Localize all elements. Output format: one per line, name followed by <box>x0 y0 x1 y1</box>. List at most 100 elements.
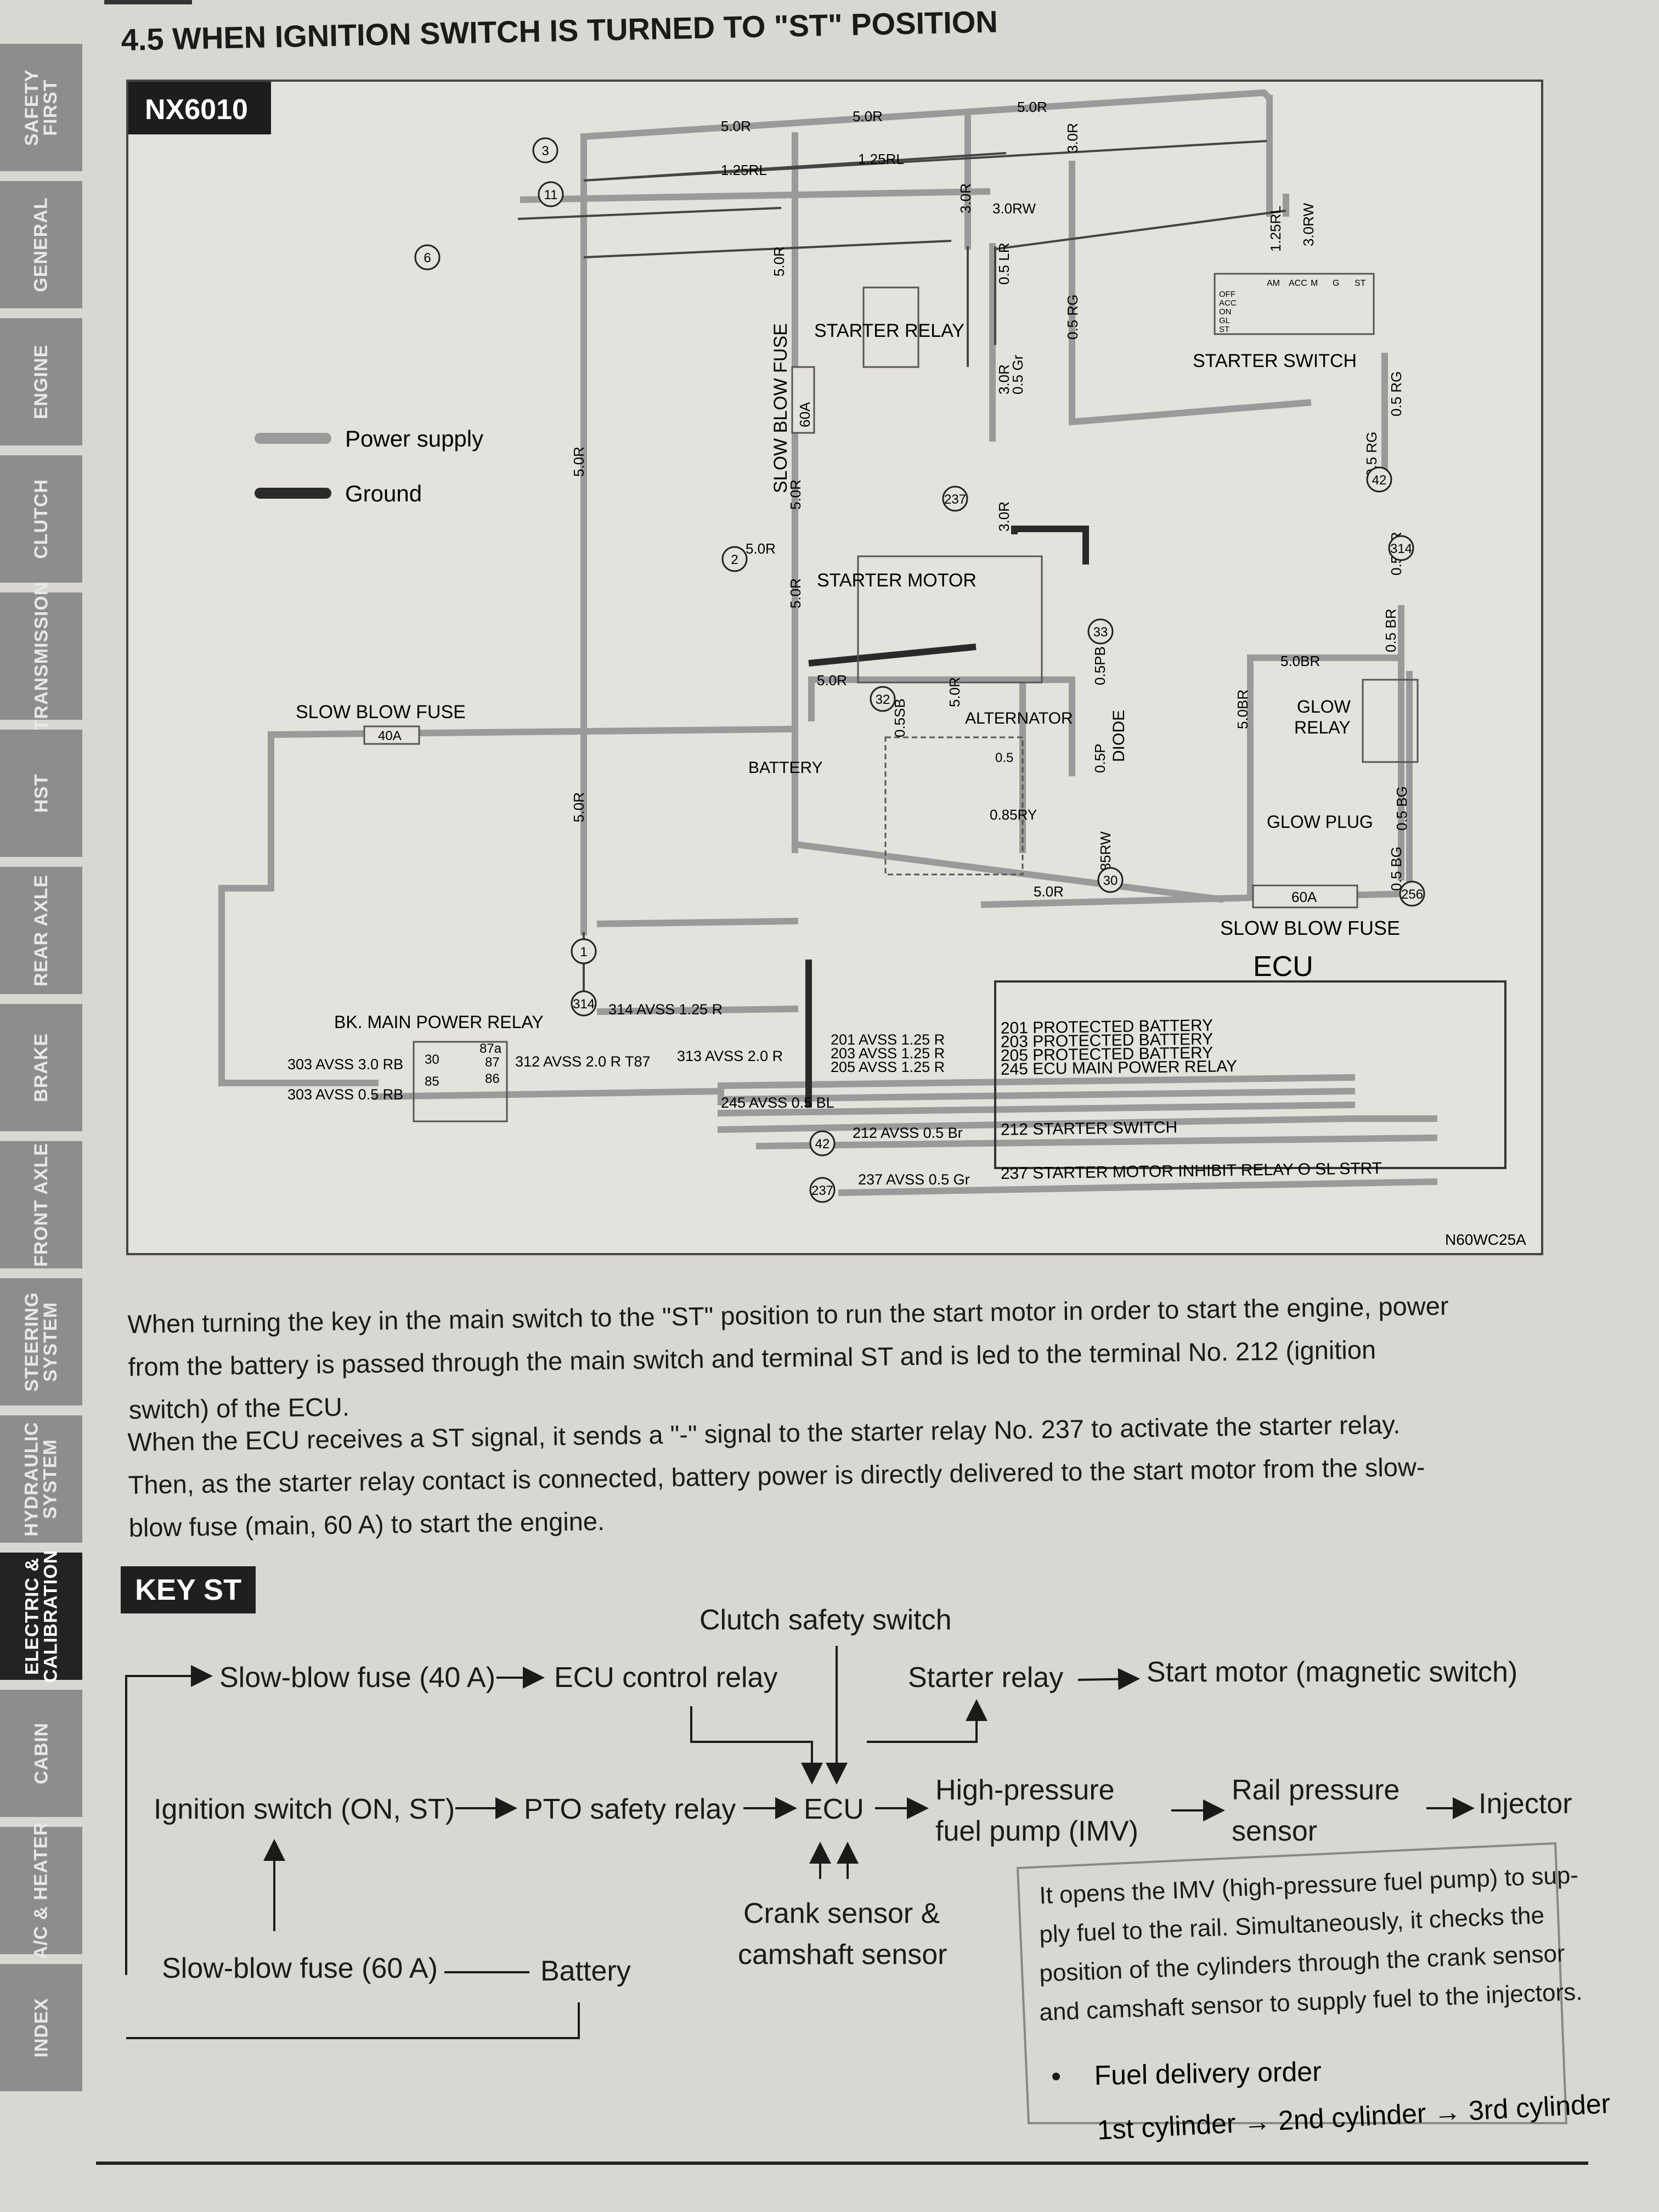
tab-general[interactable]: GENERAL <box>0 181 82 312</box>
starter-relay-label: STARTER RELAY <box>814 320 964 341</box>
wiring-diagram-svg: NX6010 <box>128 82 1526 1248</box>
fuel-delivery-title: Fuel delivery order <box>1094 2056 1322 2091</box>
figure-code: N60WC25A <box>1445 1231 1526 1248</box>
wire-label: 5.0BR <box>1234 690 1251 729</box>
ground-wires <box>805 526 1089 1108</box>
wire-label: 5.0R <box>721 118 751 134</box>
wire-label: 0.5 RG <box>1064 295 1081 340</box>
ecu-label: ECU <box>1253 951 1313 983</box>
terminal-circle <box>721 546 748 572</box>
injector-node: Injector <box>1479 1788 1572 1820</box>
wire-label: 3.0R <box>996 501 1012 532</box>
wire-label: 5.0R <box>787 578 804 608</box>
tab-engine[interactable]: ENGINE <box>0 318 82 449</box>
bottom-rule <box>96 2162 1588 2165</box>
left-fuse-box <box>363 725 420 745</box>
wire-label: 0.5PB <box>1092 646 1108 685</box>
key-st-label: KEY ST <box>121 1566 256 1613</box>
switch-table-column: ACC <box>1289 279 1307 288</box>
harness-label: 201 AVSS 1.25 R <box>831 1031 945 1048</box>
main-fuse-rating: 60A <box>797 402 813 427</box>
hp-pump-node-line2: fuel pump (IMV) <box>935 1815 1138 1847</box>
terminal-number: 42 <box>1372 473 1387 488</box>
wire-label: 0.5 BG <box>1393 786 1410 831</box>
ecu-terminal-label: 212 STARTER SWITCH <box>1001 1119 1178 1139</box>
main-power-relay-box <box>413 1041 508 1122</box>
switch-table-column: AM <box>1267 279 1280 288</box>
wire-labels: 5.0R5.0R5.0R1.25RL1.25RL3.0RW3.0R3.0R5.0… <box>571 99 1410 900</box>
terminal-number: 3 <box>541 144 549 159</box>
terminal-circle <box>538 181 564 207</box>
terminal-circle <box>1399 881 1425 907</box>
wire-label: 3.0RW <box>1300 203 1317 246</box>
wire-label: 5.0R <box>1034 883 1064 900</box>
tab-front-axle[interactable]: FRONT AXLE <box>0 1141 82 1272</box>
wire-label: 5.0R <box>1017 99 1047 115</box>
tab-a-c-heater[interactable]: A/C & HEATER <box>0 1821 82 1960</box>
alternator-label: ALTERNATOR <box>965 709 1073 727</box>
bullet-dot <box>1052 2073 1060 2080</box>
ecu-terminal-label: 245 ECU MAIN POWER RELAY <box>1001 1057 1238 1079</box>
terminal-circle <box>571 938 597 964</box>
flow-arrows <box>125 1646 1475 2039</box>
terminal-circle <box>942 486 968 512</box>
battery-label: BATTERY <box>748 759 823 777</box>
fuse60-node: Slow-blow fuse (60 A) <box>162 1953 438 1984</box>
terminal-circle <box>414 244 441 270</box>
tab-electric-calibration[interactable]: ELECTRIC &CALIBRATION <box>0 1550 82 1683</box>
switch-table-column: M <box>1311 279 1318 288</box>
terminal-number: 237 <box>944 492 966 507</box>
wire-label: 5.0R <box>787 479 804 510</box>
crank-node-line1: Crank sensor & <box>743 1898 940 1929</box>
wire-label: 5.0R <box>946 677 963 707</box>
terminal-number: 314 <box>573 997 595 1012</box>
tab-transmission[interactable]: TRANSMISSION <box>0 582 82 731</box>
tab-brake[interactable]: BRAKE <box>0 1004 82 1135</box>
starter-relay-box <box>862 286 919 368</box>
wire-label: 0.5SB <box>891 698 908 737</box>
legend-ground-label: Ground <box>345 481 422 506</box>
main-power-relay-label: BK. MAIN POWER RELAY <box>334 1012 544 1032</box>
note-line: ply fuel to the rail. Simultaneously, it… <box>1039 1902 1545 1948</box>
glow-relay-box <box>1362 679 1419 763</box>
pto-node: PTO safety relay <box>524 1793 736 1825</box>
wire-label: 5.0R <box>771 246 787 276</box>
wire-label: 5.0BR <box>1280 653 1320 669</box>
tab-cabin[interactable]: CABIN <box>0 1690 82 1820</box>
switch-table-row: ON <box>1219 307 1232 317</box>
terminal-number: 42 <box>815 1137 830 1152</box>
glow-fuse-box <box>1252 884 1358 909</box>
terminal-circle <box>870 686 896 712</box>
harness-label: 203 AVSS 1.25 R <box>831 1045 945 1062</box>
alternator-box <box>884 736 1024 876</box>
terminal-circle <box>1366 466 1392 493</box>
terminal-circle <box>1097 867 1124 893</box>
start-motor-node: Start motor (magnetic switch) <box>1147 1656 1517 1688</box>
clutch-switch-node: Clutch safety switch <box>699 1604 952 1636</box>
terminal-number: 33 <box>1093 625 1108 640</box>
wire-label: 3.0R <box>1064 123 1081 153</box>
switch-table-row: ST <box>1219 325 1229 334</box>
tab-rear-axle[interactable]: REAR AXLE <box>0 867 82 997</box>
tab-hst[interactable]: HST <box>0 730 82 860</box>
terminal-number: 30 <box>1103 873 1118 888</box>
terminal-number: 1 <box>580 945 587 960</box>
wire-label: 1.25RL <box>1267 206 1284 252</box>
tab-index[interactable]: INDEX <box>0 1964 82 2095</box>
terminal-number: 237 <box>811 1183 833 1198</box>
switch-table-row: ACC <box>1219 298 1237 308</box>
tab-clutch[interactable]: CLUTCH <box>0 455 82 586</box>
slow-blow-fuse-label: SLOW BLOW FUSE <box>770 323 791 493</box>
wiring-diagram: NX6010 <box>126 80 1543 1255</box>
crank-node-line2: camshaft sensor <box>738 1939 947 1971</box>
wire-label: 0.5P <box>1092 744 1108 774</box>
glow-plug-label: GLOW PLUG <box>1267 812 1373 832</box>
switch-table-row: OFF <box>1219 290 1235 299</box>
wire-label: 0.5 Gr <box>1009 354 1026 394</box>
